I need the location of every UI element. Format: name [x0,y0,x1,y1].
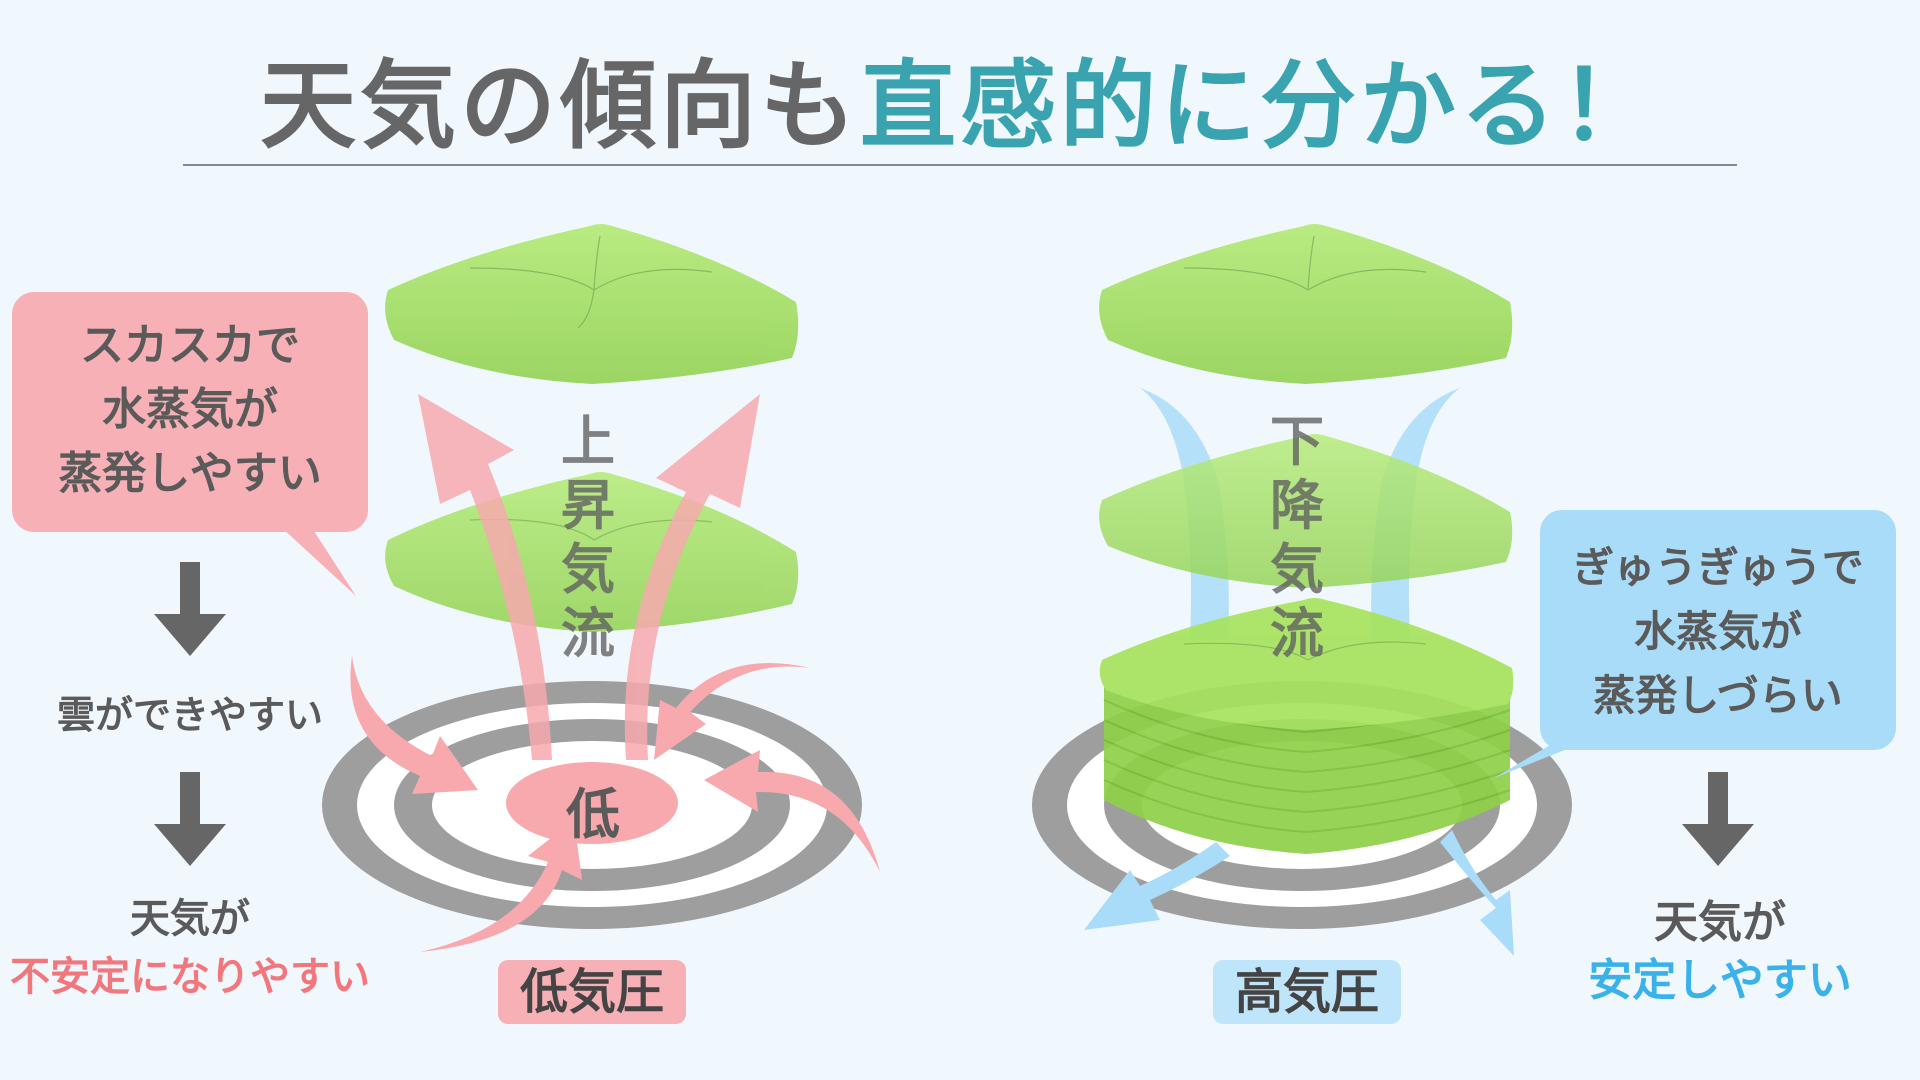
high-pressure-bubble: ぎゅうぎゅうで 水蒸気が 蒸発しづらい [1540,536,1896,728]
airflow-char: 昇 [561,474,615,537]
low-center-label: 低 [566,783,620,846]
airflow-char: 下 [1270,410,1324,473]
low-bubble-line: スカスカで [80,320,300,371]
high-bubble-line: ぎゅうぎゅうで [1572,543,1864,592]
rising-airflow-label: 上 昇 気 流 [553,410,623,666]
high-bubble-line: 水蒸気が [1633,607,1802,656]
low-bubble-line: 水蒸気が [102,384,278,435]
title-part1: 天気の傾向も [260,50,860,162]
outflow-arrow-icon [1084,830,1514,956]
airflow-char: 流 [1270,602,1324,665]
inflow-arrow-icon [350,656,880,952]
low-bubble-line: 蒸発しやすい [58,448,322,499]
high-bubble-shape [1494,510,1896,778]
cushion-stack-icon [1099,598,1514,854]
airflow-char: 気 [1270,538,1324,601]
low-bubble-shape [12,292,368,596]
cushion-icon [1099,224,1513,384]
high-result-line2: 安定しやすい [1588,955,1852,1006]
cushion-icon [1099,434,1513,588]
airflow-char: 降 [1270,474,1324,537]
high-result-line1: 天気が [1654,897,1786,948]
clouds-form-label: 雲ができやすい [56,693,323,737]
descending-airflow-label: 下 降 気 流 [1262,410,1332,666]
up-arrow-icon [418,394,760,760]
title-part2: 直感的に分かる！ [860,50,1660,162]
low-result-line2: 不安定になりやすい [10,954,370,1000]
airflow-char: 気 [561,538,615,601]
airflow-char: 上 [561,410,615,473]
high-bubble-line: 蒸発しづらい [1593,671,1843,720]
low-pressure-bubble: スカスカで 水蒸気が 蒸発しやすい [14,314,366,506]
title-divider [183,164,1737,166]
down-arrow-icon [1682,772,1754,866]
cushion-icon [385,224,799,384]
high-pressure-name: 高気圧 [1213,960,1401,1024]
low-pressure-name: 低気圧 [498,960,686,1024]
page-title: 天気の傾向も直感的に分かる！ [0,28,1920,167]
low-result-line1: 天気が [130,896,250,942]
airflow-char: 流 [561,602,615,665]
low-pressure-target-icon [322,681,862,929]
down-arrow-icon [154,562,226,866]
